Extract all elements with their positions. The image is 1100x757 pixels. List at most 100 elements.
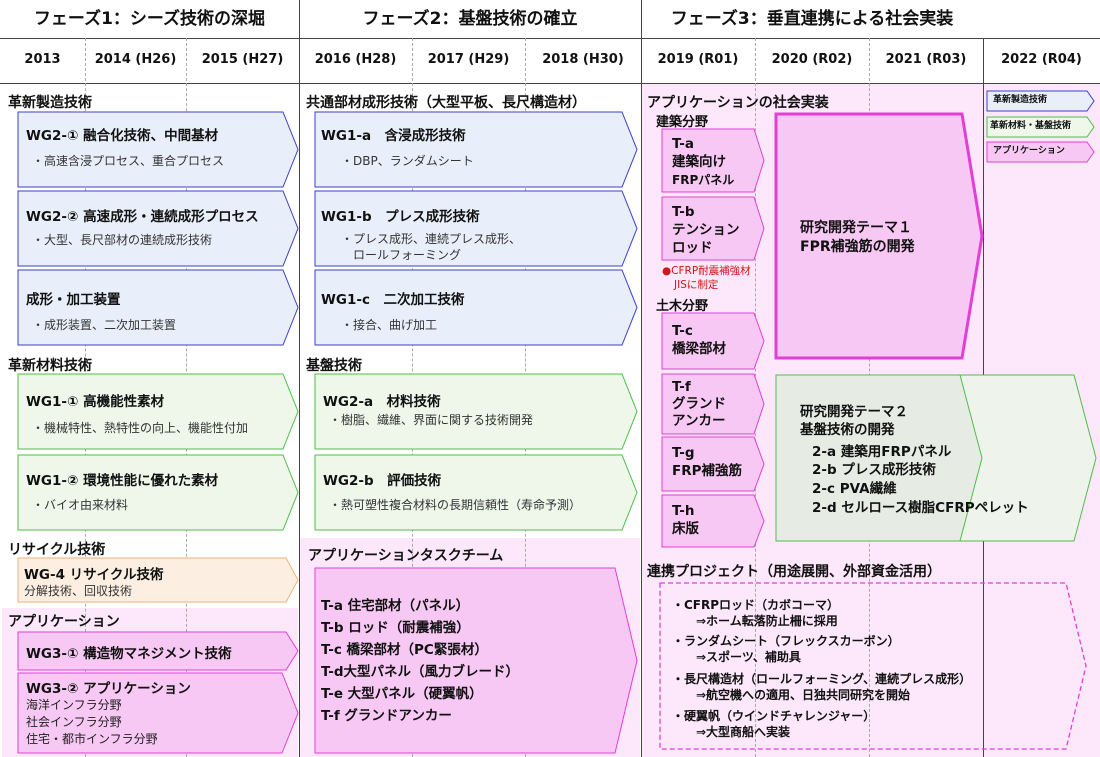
year-2018: 2018 (H30) <box>542 52 624 67</box>
tc-line: 橋梁部材 <box>672 341 726 357</box>
year-2016: 2016 (H28) <box>314 52 397 67</box>
year-2017: 2017 (H29) <box>427 52 510 67</box>
legend-application-label: アプリケーション <box>993 146 1065 156</box>
wg2-2-title: WG2-② 高速成形・連続成形プロセス <box>26 209 259 225</box>
wg1c-desc: ・接合、曲げ加工 <box>341 318 438 332</box>
wg1c-title: WG1-c 二次加工技術 <box>321 292 465 308</box>
theme2-title: 研究開発テーマ２ <box>800 404 908 420</box>
section-social-implementation: アプリケーションの社会実装 <box>647 95 829 111</box>
th-line: T-h <box>672 503 695 519</box>
tc-line: T-c <box>672 323 693 339</box>
task-line: T-c 橋梁部材（PC緊張材） <box>321 642 488 658</box>
section-task-team: アプリケーションタスクチーム <box>308 548 504 564</box>
task-team-arrow: T-a 住宅部材（パネル） T-b ロッド（耐震補強） T-c 橋梁部材（PC緊… <box>314 567 638 754</box>
phase-divider-2 <box>641 0 642 757</box>
tb-line: ロッド <box>672 240 713 256</box>
phase-1-title: フェーズ1：シーズ技術の深堀 <box>33 9 266 29</box>
wg3-2-title: WG3-② アプリケーション <box>26 681 191 697</box>
phase-2-title: フェーズ2：基盤技術の確立 <box>362 9 578 29</box>
section-civil: 土木分野 <box>656 299 709 314</box>
wg2-1-title: WG2-① 融合化技術、中間基材 <box>26 128 219 144</box>
wg1-1-desc: ・機械特性、熱特性の向上、機能性付加 <box>32 421 249 435</box>
section-application: アプリケーション <box>8 614 120 630</box>
wg2-1-arrow: WG2-① 融合化技術、中間基材 ・高速含浸プロセス、重合プロセス <box>17 111 299 188</box>
collab-line: ⇒ホーム転落防止柵に採用 <box>696 614 838 628</box>
legend-materials-label: 革新材料・基盤技術 <box>990 121 1072 131</box>
header-bottom-line-1 <box>0 38 1100 39</box>
section-base-tech: 基盤技術 <box>306 358 362 374</box>
theme1-arrow: 研究開発テーマ１ FPR補強筋の開発 <box>774 112 984 360</box>
section-building: 建築分野 <box>656 115 709 130</box>
collab-arrow: ・CFRPロッド（カボコーマ） ⇒ホーム転落防止柵に採用 ・ランダムシート（フレ… <box>659 582 1087 750</box>
wg2a-desc: ・樹脂、繊維、界面に関する技術開発 <box>329 413 534 427</box>
section-manufacturing: 革新製造技術 <box>8 95 92 111</box>
tb-line: テンション <box>672 222 740 238</box>
th-arrow: T-h 床版 <box>661 494 765 548</box>
tb-arrow: T-b テンション ロッド <box>661 196 765 261</box>
tg-line: FRP補強筋 <box>672 463 743 479</box>
wg1a-desc: ・DBP、ランダムシート <box>341 154 474 168</box>
theme2-arrow: 研究開発テーマ２ 基盤技術の開発 2-a 建築用FRPパネル 2-b プレス成形… <box>775 374 1097 542</box>
year-2015: 2015 (H27) <box>201 52 284 67</box>
wg3-2-line: 社会インフラ分野 <box>26 715 122 729</box>
ta-arrow: T-a 建築向け FRPパネル <box>661 128 765 193</box>
year-2014: 2014 (H26) <box>94 52 177 67</box>
section-materials: 革新材料技術 <box>8 358 92 374</box>
wg2b-desc: ・熱可塑性複合材料の長期信頼性（寿命予測） <box>329 498 582 512</box>
theme2-item: 2-c PVA繊維 <box>812 481 897 497</box>
wg1b-desc: ロールフォーミング <box>341 248 462 262</box>
wg3-2-line: 海洋インフラ分野 <box>26 698 122 712</box>
collab-line: ⇒航空機への適用、日独共同研究を開始 <box>696 688 911 702</box>
wg2b-title: WG2-b 評価技術 <box>323 473 442 489</box>
collab-line: ・硬翼帆（ウインドチャレンジャー） <box>672 709 876 723</box>
wg2-1-desc: ・高速含浸プロセス、重合プロセス <box>32 154 225 168</box>
collab-line: ・CFRPロッド（カボコーマ） <box>672 598 840 612</box>
wg1-2-arrow: WG1-② 環境性能に優れた素材 ・バイオ由来材料 <box>17 454 299 531</box>
wg3-1-arrow: WG3-① 構造物マネジメント技術 <box>17 631 299 671</box>
section-common-forming: 共通部材成形技術（大型平板、長尺構造材） <box>306 95 586 111</box>
wg1-1-title: WG1-① 高機能性素材 <box>26 394 165 410</box>
phase-3-title: フェーズ3：垂直連携による社会実装 <box>670 9 954 29</box>
molding-title: 成形・加工装置 <box>26 292 121 308</box>
wg1c-arrow: WG1-c 二次加工技術 ・接合、曲げ加工 <box>314 269 638 346</box>
year-2021: 2021 (R03) <box>885 52 967 67</box>
wg1a-arrow: WG1-a 含浸成形技術 ・DBP、ランダムシート <box>314 111 638 188</box>
year-2022: 2022 (R04) <box>1001 52 1082 67</box>
wg1-1-arrow: WG1-① 高機能性素材 ・機械特性、熱特性の向上、機能性付加 <box>17 373 299 450</box>
wg2a-title: WG2-a 材料技術 <box>323 394 441 410</box>
section-collab-projects: 連携プロジェクト（用途展開、外部資金活用） <box>647 564 941 580</box>
tf-line: T-f <box>672 379 691 395</box>
wg2b-arrow: WG2-b 評価技術 ・熱可塑性複合材料の長期信頼性（寿命予測） <box>314 454 638 531</box>
legend-manufacturing-label: 革新製造技術 <box>993 95 1048 105</box>
tf-arrow: T-f グランド アンカー <box>661 373 765 435</box>
year-2013: 2013 <box>24 52 61 67</box>
legend-application: アプリケーション <box>986 141 1095 163</box>
ta-line: T-a <box>672 136 694 152</box>
theme2-item: 2-a 建築用FRPパネル <box>812 444 952 460</box>
wg3-2-line: 住宅・都市インフラ分野 <box>26 732 158 746</box>
wg4-arrow: WG-4 リサイクル技術 分解技術、回収技術 <box>17 557 299 603</box>
theme2-subtitle: 基盤技術の開発 <box>800 422 895 438</box>
molding-arrow: 成形・加工装置 ・成形装置、二次加工装置 <box>17 269 299 346</box>
wg2-2-arrow: WG2-② 高速成形・連続成形プロセス ・大型、長尺部材の連続成形技術 <box>17 190 299 267</box>
theme1-title: 研究開発テーマ１ <box>800 220 912 236</box>
task-line: T-b ロッド（耐震補強） <box>321 620 470 636</box>
phase-divider-1 <box>299 0 300 757</box>
tg-arrow: T-g FRP補強筋 <box>661 436 765 492</box>
wg2-2-desc: ・大型、長尺部材の連続成形技術 <box>32 233 213 247</box>
task-line: T-a 住宅部材（パネル） <box>321 598 470 614</box>
wg3-2-arrow: WG3-② アプリケーション 海洋インフラ分野 社会インフラ分野 住宅・都市イン… <box>17 672 299 754</box>
collab-line: ・ランダムシート（フレックスカーボン） <box>672 634 900 648</box>
theme2-item: 2-d セルロース樹脂CFRPペレット <box>812 500 1029 516</box>
wg4-title: WG-4 リサイクル技術 <box>24 567 164 583</box>
legend-manufacturing: 革新製造技術 <box>986 90 1095 112</box>
wg1b-arrow: WG1-b プレス成形技術 ・プレス成形、連続プレス成形、 ロールフォーミング <box>314 190 638 267</box>
molding-desc: ・成形装置、二次加工装置 <box>32 318 177 332</box>
legend-materials: 革新材料・基盤技術 <box>986 116 1095 138</box>
wg1-2-desc: ・バイオ由来材料 <box>32 498 129 512</box>
wg1a-title: WG1-a 含浸成形技術 <box>321 128 466 144</box>
year-2020: 2020 (R02) <box>771 52 853 67</box>
task-line: T-e 大型パネル（硬翼帆） <box>321 686 483 702</box>
wg3-1-title: WG3-① 構造物マネジメント技術 <box>26 646 232 662</box>
collab-line: ⇒スポーツ、補助具 <box>696 650 801 664</box>
